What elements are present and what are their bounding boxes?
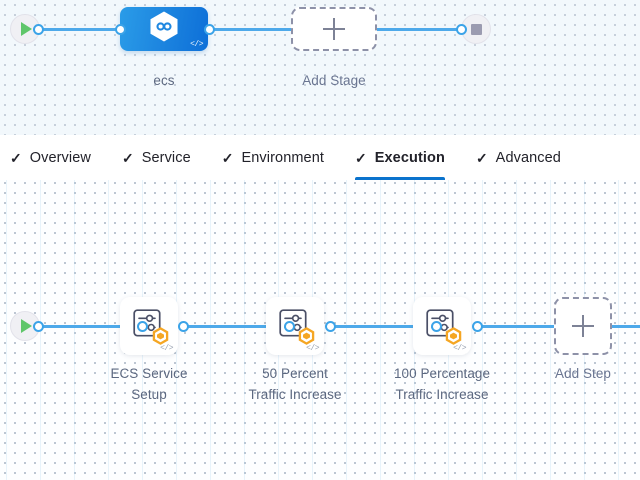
- stage-node-ecs[interactable]: </>: [120, 7, 208, 51]
- orange-hexagon-badge: [297, 326, 316, 351]
- step-config-sliders-icon: [132, 308, 166, 347]
- step-start-output-port[interactable]: [33, 320, 44, 332]
- plus-icon: [323, 18, 345, 40]
- step-label-line2: Traffic Increase: [395, 387, 489, 402]
- step-node-ecs-service-setup[interactable]: </>: [120, 297, 178, 355]
- stage-ecs-input-port[interactable]: [114, 23, 126, 35]
- stage-ecs-output-port[interactable]: [203, 23, 215, 35]
- plus-icon: [572, 315, 594, 337]
- check-icon: ✓: [221, 149, 234, 166]
- code-badge-icon: </>: [160, 344, 173, 353]
- step-node-label: 100 Percentage Traffic Increase: [372, 363, 512, 405]
- step-connector-addstep-trailing: [612, 325, 640, 328]
- tab-service[interactable]: ✓ Service: [122, 135, 191, 180]
- tab-overview[interactable]: ✓ Overview: [10, 135, 91, 180]
- play-icon: [21, 22, 32, 36]
- step-connector-step2-to-step3: [330, 325, 437, 328]
- step2-input-port[interactable]: [283, 320, 295, 332]
- step-connector-start-to-step1: [33, 325, 141, 328]
- step-label-line1: ECS Service: [110, 366, 188, 381]
- add-stage-label: Add Stage: [302, 73, 366, 88]
- code-badge-icon: </>: [453, 344, 466, 353]
- tab-execution-label: Execution: [374, 149, 445, 166]
- tab-execution[interactable]: ✓ Execution: [355, 135, 445, 180]
- step-node-label: ECS Service Setup: [89, 363, 209, 405]
- stage-connector-ecs-to-addstage: [209, 28, 291, 31]
- step-label-line2: Setup: [131, 387, 167, 402]
- tab-environment[interactable]: ✓ Environment: [222, 135, 324, 180]
- stage-end-input-port[interactable]: [456, 23, 467, 35]
- harness-hexagon-icon: [149, 11, 179, 48]
- execution-steps-canvas[interactable]: </> ECS Service Setup: [0, 180, 640, 480]
- step1-output-port[interactable]: [177, 320, 189, 332]
- play-icon: [21, 319, 32, 333]
- stage-start-node[interactable]: [10, 14, 40, 44]
- add-step-label: Add Step: [555, 366, 611, 381]
- tab-environment-label: Environment: [241, 149, 324, 166]
- step3-output-port[interactable]: [471, 320, 483, 332]
- stage-node-ecs-label: ecs: [153, 73, 175, 88]
- step-node-label: 50 Percent Traffic Increase: [225, 363, 365, 405]
- step-connector-step3-to-addstep: [477, 325, 554, 328]
- code-badge-icon: </>: [190, 40, 203, 49]
- orange-hexagon-badge: [151, 326, 170, 351]
- stage-pipeline-canvas[interactable]: </> ecs Add Stage: [0, 0, 640, 135]
- tab-advanced-label: Advanced: [495, 149, 561, 166]
- tab-underline-active: [355, 177, 445, 180]
- stop-square-icon: [470, 23, 482, 35]
- code-badge-icon: </>: [306, 344, 319, 353]
- stage-connector-addstage-to-end: [377, 28, 461, 31]
- check-icon: ✓: [10, 149, 22, 166]
- add-stage-button[interactable]: [291, 7, 377, 51]
- step-connector-step1-to-step2: [183, 325, 290, 328]
- step-label-line1: 50 Percent: [262, 366, 328, 381]
- step-node-50-percent-traffic-increase[interactable]: </>: [266, 297, 324, 355]
- step3-input-port[interactable]: [430, 320, 442, 332]
- step-label-line1: 100 Percentage: [393, 366, 491, 381]
- check-icon: ✓: [475, 149, 488, 166]
- stage-start-output-port[interactable]: [33, 23, 44, 35]
- step-node-100-percentage-traffic-increase[interactable]: </>: [413, 297, 471, 355]
- stage-connector-start-to-ecs: [32, 28, 134, 31]
- tab-service-label: Service: [141, 149, 191, 166]
- tab-overview-label: Overview: [29, 149, 91, 166]
- tab-advanced[interactable]: ✓ Advanced: [476, 135, 561, 180]
- check-icon: ✓: [121, 149, 134, 166]
- step2-output-port[interactable]: [324, 320, 336, 332]
- step-label-line2: Traffic Increase: [248, 387, 342, 402]
- step1-input-port[interactable]: [136, 320, 148, 332]
- check-icon: ✓: [355, 149, 367, 166]
- orange-hexagon-badge: [444, 326, 463, 351]
- stage-config-tabs: ✓ Overview ✓ Service ✓ Environment ✓ Exe…: [0, 135, 640, 180]
- add-step-button[interactable]: [554, 297, 612, 355]
